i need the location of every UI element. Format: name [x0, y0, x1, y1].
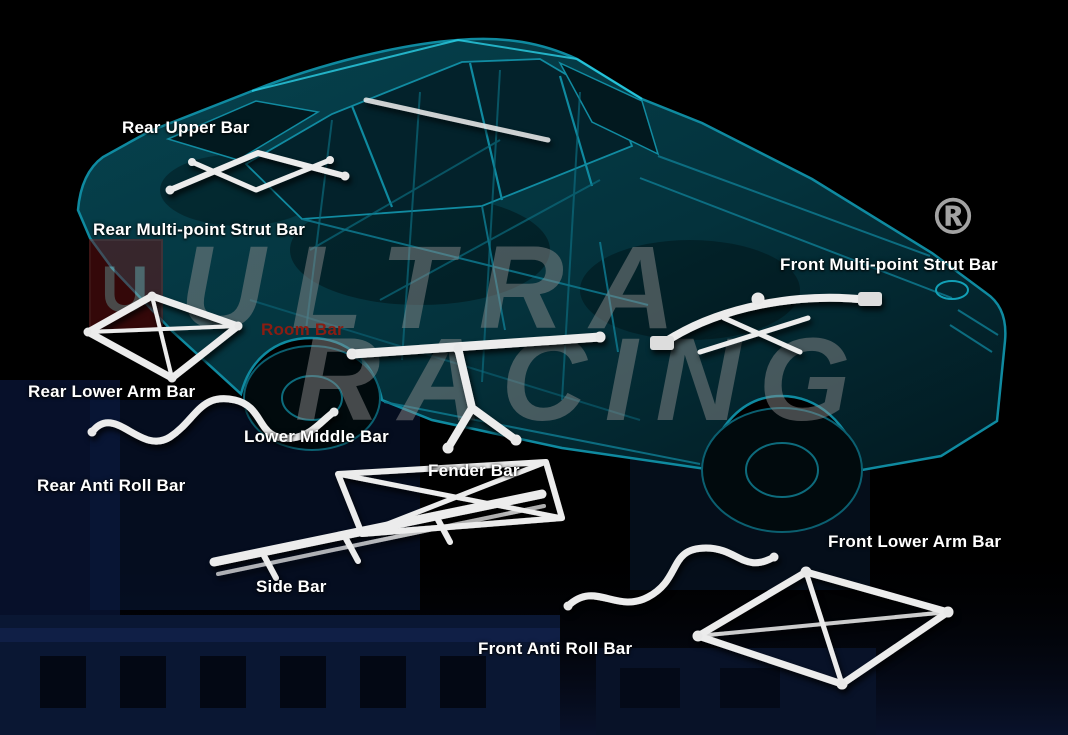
- front-lower-arm-bar-graphic: [692, 566, 954, 690]
- fender-bar-graphic: [442, 342, 522, 454]
- label-front-multi-point-strut-bar: Front Multi-point Strut Bar: [780, 255, 998, 274]
- car-rear-window: [165, 100, 321, 161]
- label-rear-lower-arm-bar: Rear Lower Arm Bar: [28, 382, 196, 401]
- room-bar-graphic: [346, 97, 606, 360]
- rear-lower-arm-bar-graphic: [83, 291, 243, 383]
- watermark: U ULTRA RACING: [89, 222, 850, 446]
- front-multi-point-strut-bar-graphic: [650, 292, 882, 355]
- front-anti-roll-bar-graphic: [563, 544, 779, 611]
- label-rear-upper-bar: Rear Upper Bar: [122, 118, 250, 137]
- side-bar-graphic: [209, 489, 547, 581]
- rear-upper-bar-graphic: [165, 150, 350, 195]
- watermark-logo-square: [89, 239, 163, 331]
- label-rear-multi-point-strut-bar: Rear Multi-point Strut Bar: [93, 220, 306, 239]
- registered-trademark-icon: ®: [928, 188, 978, 246]
- label-room-bar: Room Bar: [261, 320, 344, 339]
- label-fender-bar: Fender Bar: [428, 461, 520, 480]
- label-rear-anti-roll-bar: Rear Anti Roll Bar: [37, 476, 186, 495]
- label-lower-middle-bar: Lower Middle Bar: [244, 427, 389, 446]
- watermark-text-line1: ULTRA: [180, 222, 701, 354]
- label-front-anti-roll-bar: Front Anti Roll Bar: [478, 639, 633, 658]
- label-front-lower-arm-bar: Front Lower Arm Bar: [828, 532, 1002, 551]
- car-windshield: [558, 61, 660, 156]
- rear-anti-roll-bar-graphic: [87, 395, 339, 445]
- car-wheels: [243, 280, 969, 533]
- label-side-bar: Side Bar: [256, 577, 327, 596]
